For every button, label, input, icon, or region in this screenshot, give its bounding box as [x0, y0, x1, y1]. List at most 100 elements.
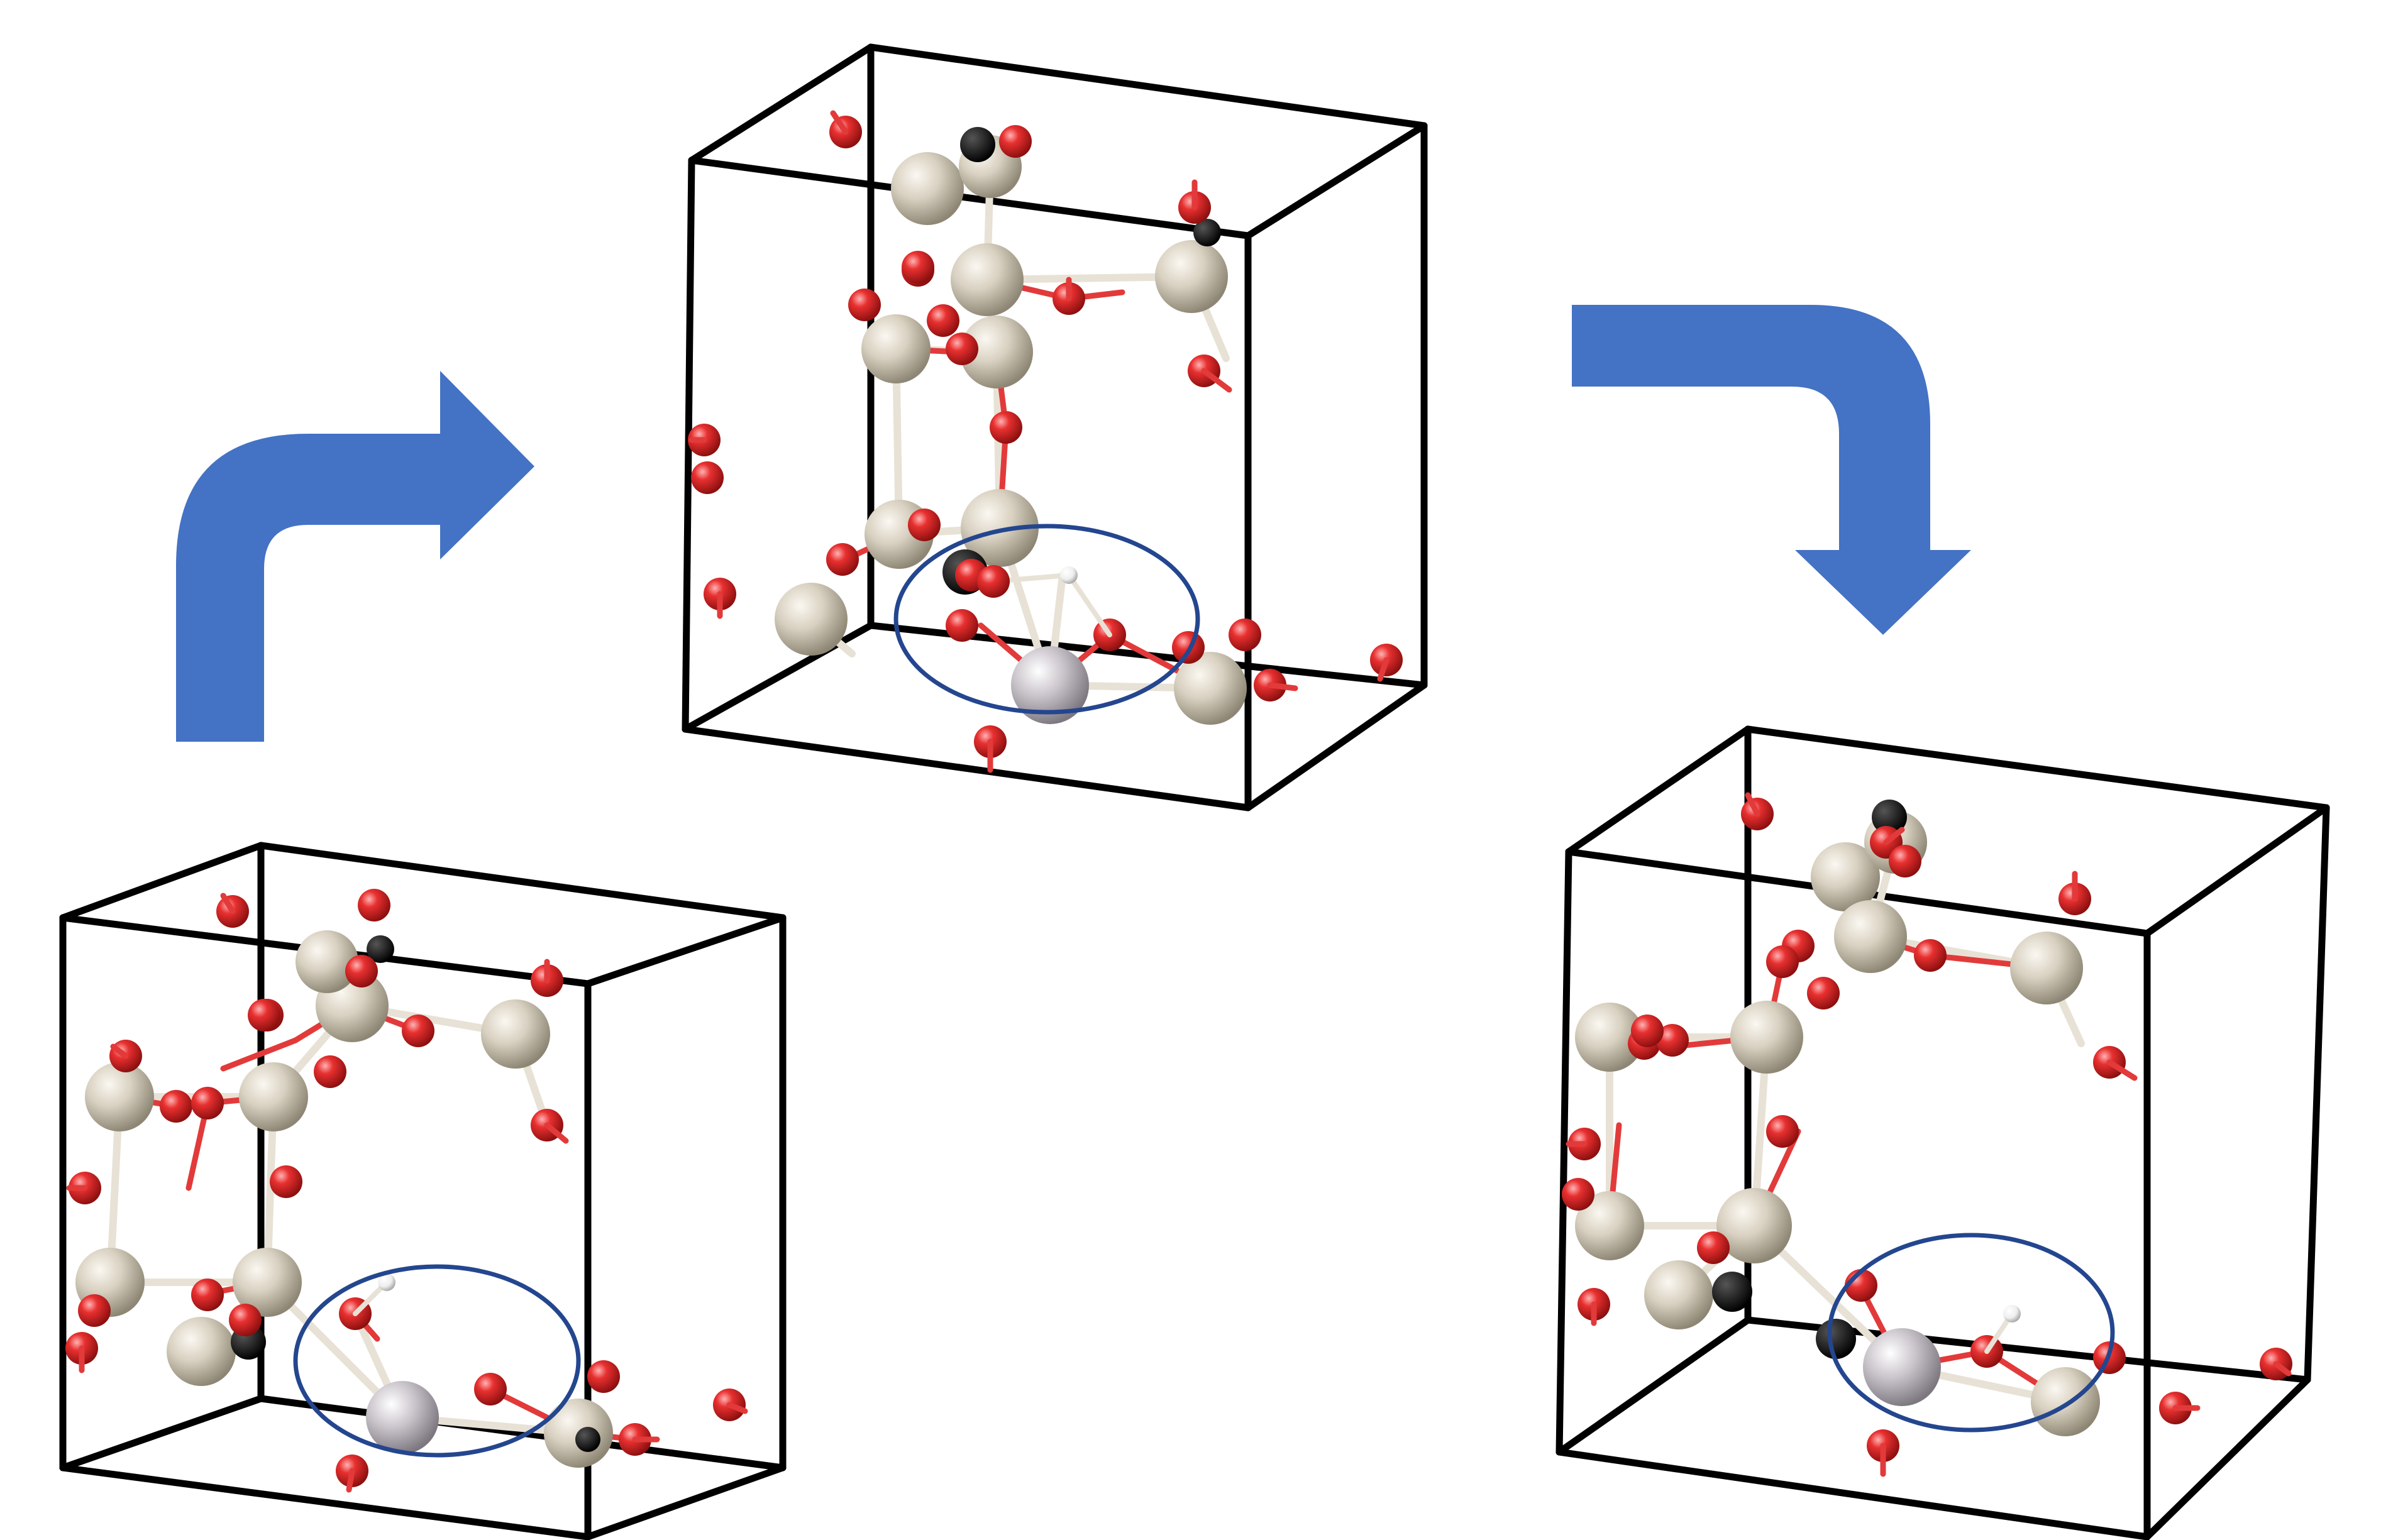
bond-stub [830, 110, 849, 135]
bond-stub [220, 893, 236, 915]
bond [220, 1037, 299, 1072]
unit-cell-edge [1555, 1316, 1752, 1456]
framework-atom [861, 314, 931, 383]
unit-cell-edge [682, 157, 695, 733]
oxygen-atom [191, 1087, 224, 1119]
unit-cell-edge [257, 842, 787, 921]
unit-cell-edge [867, 43, 1428, 129]
unit-cell-edge [584, 1464, 787, 1540]
structure-panel-transition [682, 43, 1428, 811]
oxygen-atom [1766, 945, 1799, 978]
oxygen-atom [1656, 1024, 1689, 1057]
oxygen-atom [402, 1015, 434, 1047]
framework-atom [239, 1062, 308, 1131]
bond-stub [1377, 657, 1390, 682]
oxygen-atom [78, 1294, 111, 1327]
unit-cell-edge [682, 622, 875, 733]
oxygen-atom [1914, 939, 1947, 972]
oxygen-atom [977, 565, 1010, 598]
bond-stub [1883, 827, 1905, 845]
oxygen-atom [1766, 1115, 1799, 1148]
framework-atom [891, 152, 964, 225]
shadow-atom [1872, 800, 1907, 835]
oxygen-atom [270, 1165, 302, 1198]
unit-cell-edge [682, 725, 1252, 811]
oxygen-atom [1631, 1015, 1664, 1047]
framework-atom [1716, 1188, 1792, 1263]
oxygen-atom [908, 509, 941, 541]
hydrogen-atom [378, 1273, 395, 1291]
shadow-atom [367, 935, 394, 963]
oxygen-atom [1889, 845, 1921, 877]
unit-cell-edge [2143, 1376, 2311, 1540]
shadow-atom [575, 1427, 600, 1452]
highlight-ellipse [893, 524, 1200, 715]
unit-cell-edge [584, 914, 787, 987]
bond-stub [346, 1468, 355, 1493]
unit-cell-edge [2143, 804, 2330, 937]
oxygen-atom [946, 333, 978, 365]
unit-cell-edge [2304, 804, 2330, 1383]
unit-cell-edge [59, 842, 265, 921]
oxygen-atom [946, 609, 978, 642]
metal-atom [1863, 1328, 1941, 1406]
oxygen-atom [1562, 1178, 1594, 1211]
unit-cell-edge [1244, 681, 1428, 811]
metal-atom [366, 1381, 439, 1454]
structure-panel-final [1555, 725, 2330, 1540]
metal-atom [1011, 646, 1089, 724]
shadow-atom [1712, 1272, 1752, 1312]
framework-atom [296, 930, 358, 993]
oxygen-atom [990, 411, 1022, 444]
bond-stub [544, 1122, 569, 1144]
framework-atom [233, 1248, 302, 1317]
framework-atom [1730, 1001, 1803, 1074]
unit-cell-edge [688, 157, 1252, 239]
oxygen-atom [999, 125, 1032, 158]
bond-stub [2106, 1059, 2138, 1081]
unit-cell-edge [1565, 725, 1752, 855]
oxygen-atom [229, 1304, 262, 1336]
oxygen-atom [191, 1279, 224, 1311]
oxygen-atom [691, 461, 724, 494]
oxygen-atom [358, 889, 390, 921]
bond-stub [2273, 1361, 2292, 1377]
oxygen-atom [927, 304, 959, 337]
oxygen-atom [160, 1090, 192, 1123]
framework-atom [2031, 1367, 2100, 1436]
oxygen-atom [1229, 619, 1261, 651]
oxygen-atom [314, 1055, 346, 1088]
oxygen-atom [345, 955, 378, 987]
highlight-ellipse [1827, 1233, 2115, 1433]
bond-stub [1201, 368, 1232, 393]
bond [1066, 573, 1112, 637]
highlight-ellipse [293, 1264, 581, 1458]
framework-atom [481, 999, 550, 1069]
framework-atom [2010, 932, 2083, 1004]
framework-atom [1834, 900, 1907, 973]
oxygen-atom [1807, 977, 1840, 1009]
unit-cell-edge [1244, 122, 1428, 239]
oxygen-atom [474, 1373, 507, 1405]
hydrogen-atom [2003, 1305, 2021, 1323]
framework-atom [167, 1317, 236, 1386]
framework-atom [961, 489, 1039, 567]
unit-cell-edge [257, 1395, 787, 1471]
oxygen-atom [1697, 1231, 1730, 1264]
framework-atom [960, 316, 1033, 388]
structure-panel-initial [59, 842, 787, 1540]
framework-atom [1644, 1260, 1713, 1329]
oxygen-atom [848, 289, 881, 321]
unit-cell-edge [688, 43, 875, 164]
framework-atom [1575, 1003, 1644, 1072]
oxygen-atom [587, 1360, 620, 1393]
unit-cell-edge [59, 1464, 592, 1540]
framework-atom [85, 1062, 154, 1131]
framework-atom [1811, 842, 1880, 911]
framework-atom [1575, 1191, 1644, 1260]
unit-cell-edge [1744, 725, 2330, 811]
oxygen-atom [902, 251, 934, 283]
framework-atom [775, 583, 848, 656]
framework-atom [951, 243, 1024, 316]
